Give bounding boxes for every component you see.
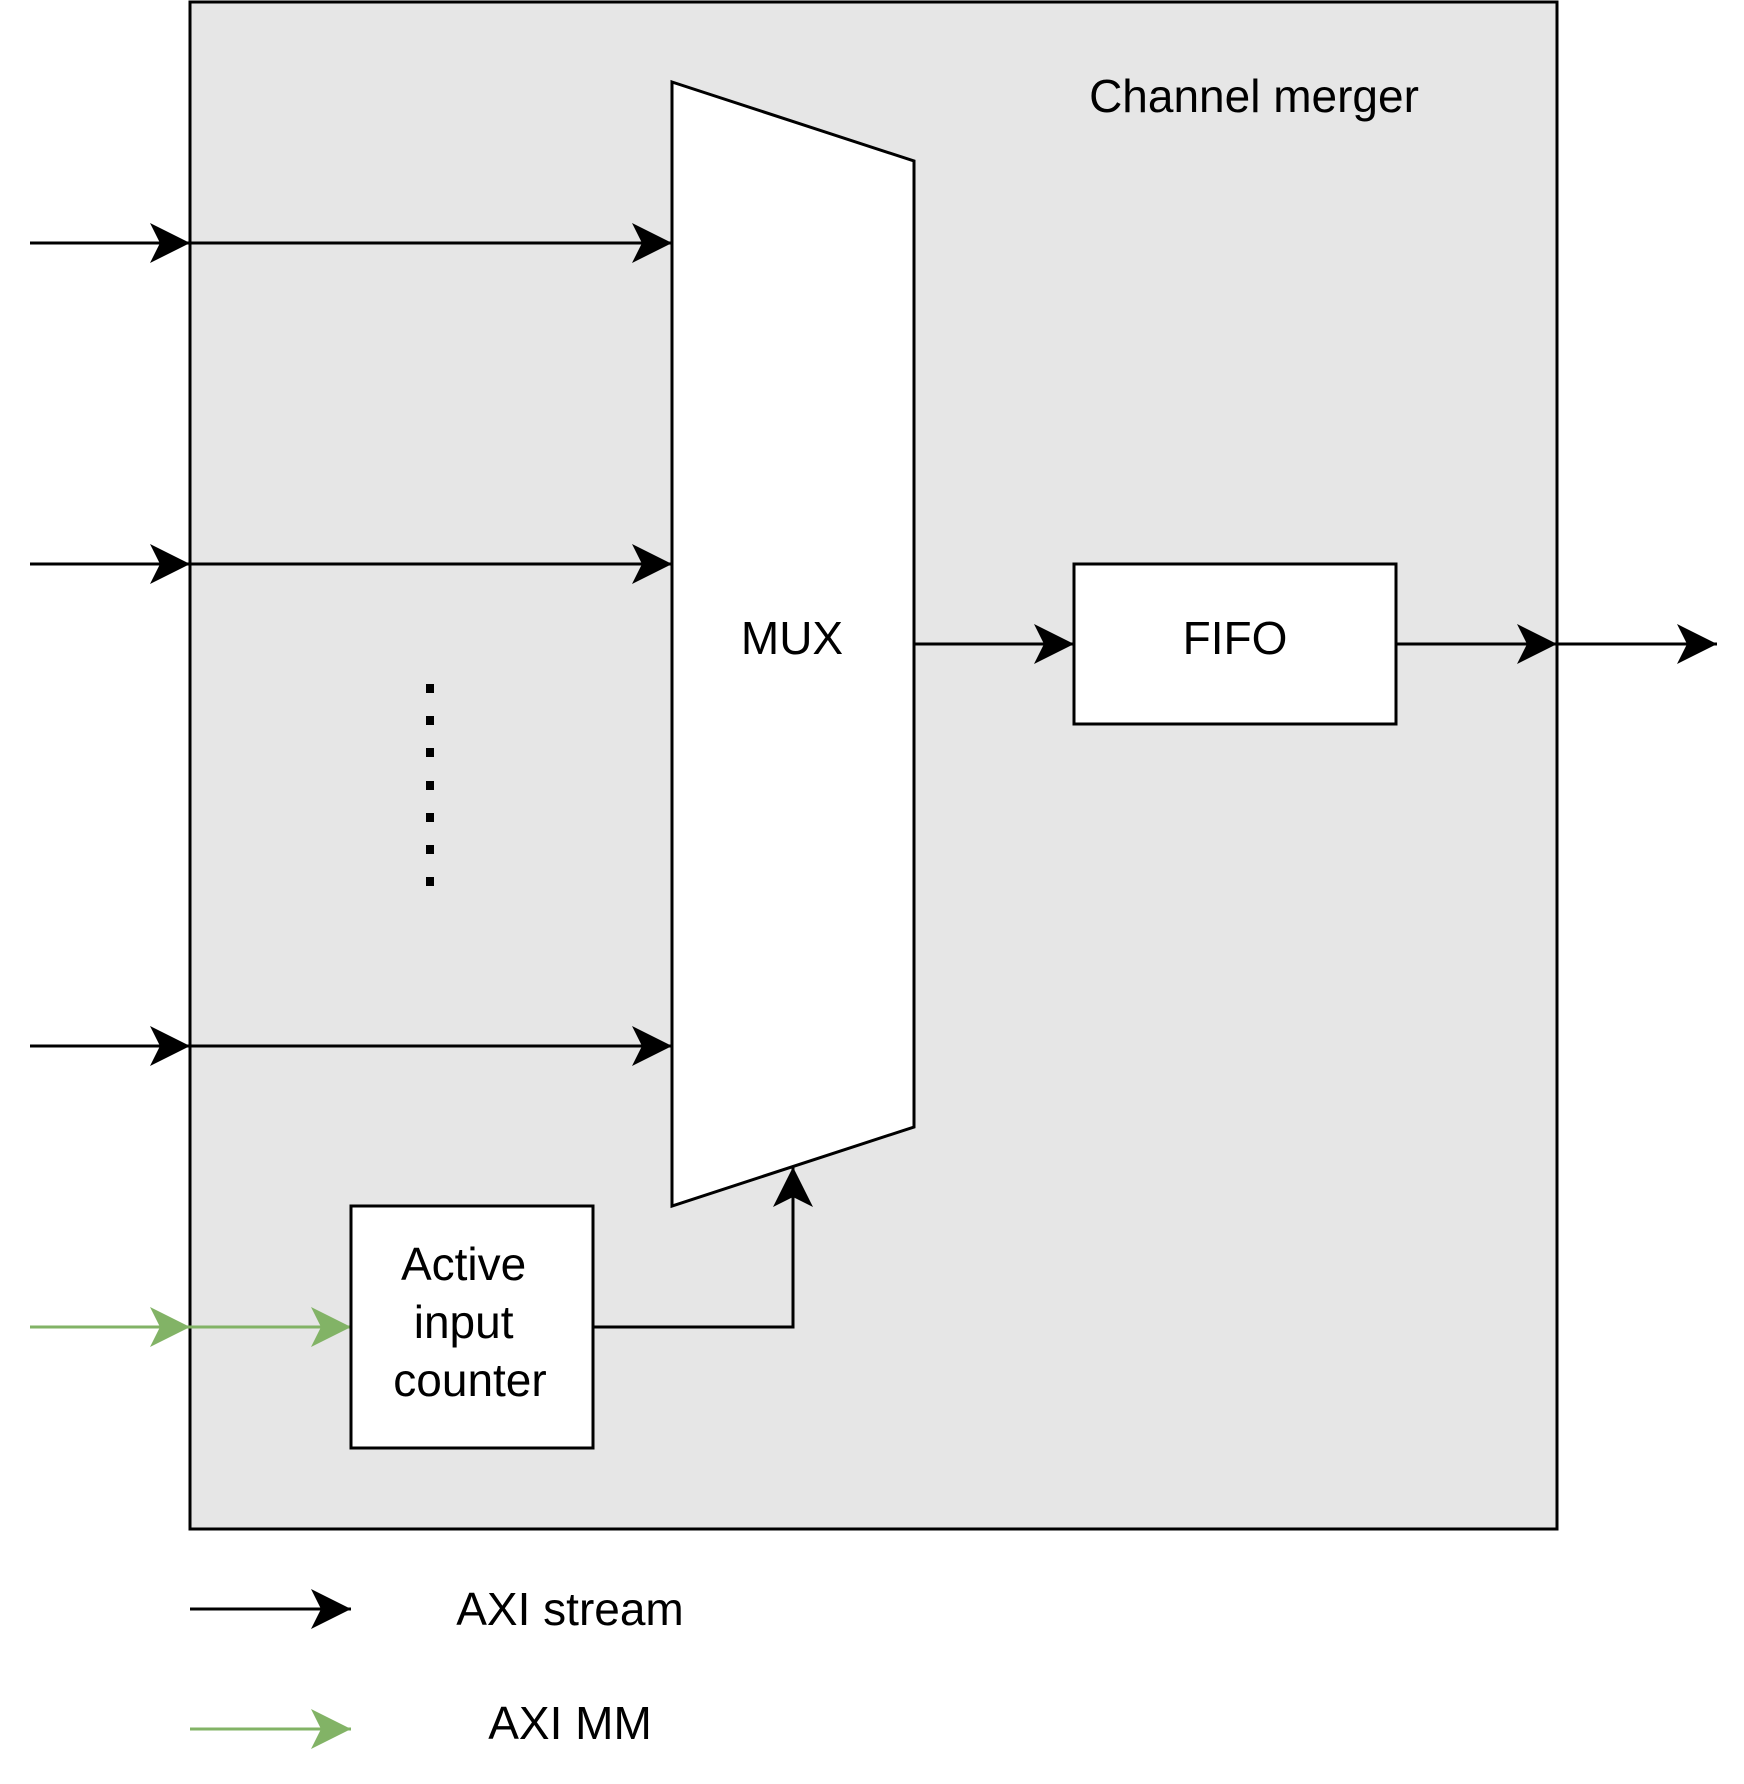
ellipsis-dots	[426, 684, 434, 886]
counter-label-line-2: input	[414, 1296, 514, 1348]
mux-label: MUX	[741, 612, 843, 664]
legend-axi-mm-label: AXI MM	[488, 1697, 652, 1749]
fifo-label: FIFO	[1183, 612, 1288, 664]
active-input-counter-box	[349, 1204, 595, 1450]
legend-axi-stream-label: AXI stream	[456, 1583, 684, 1635]
mux-shape	[670, 79, 916, 1209]
counter-label: Active input counter	[393, 1238, 546, 1406]
counter-to-mux-select-arrow	[593, 1167, 813, 1329]
fifo-box	[1072, 562, 1398, 726]
block-title: Channel merger	[1089, 70, 1419, 122]
counter-label-line-3: counter	[393, 1354, 546, 1406]
counter-label-line-1: Active	[401, 1238, 526, 1290]
